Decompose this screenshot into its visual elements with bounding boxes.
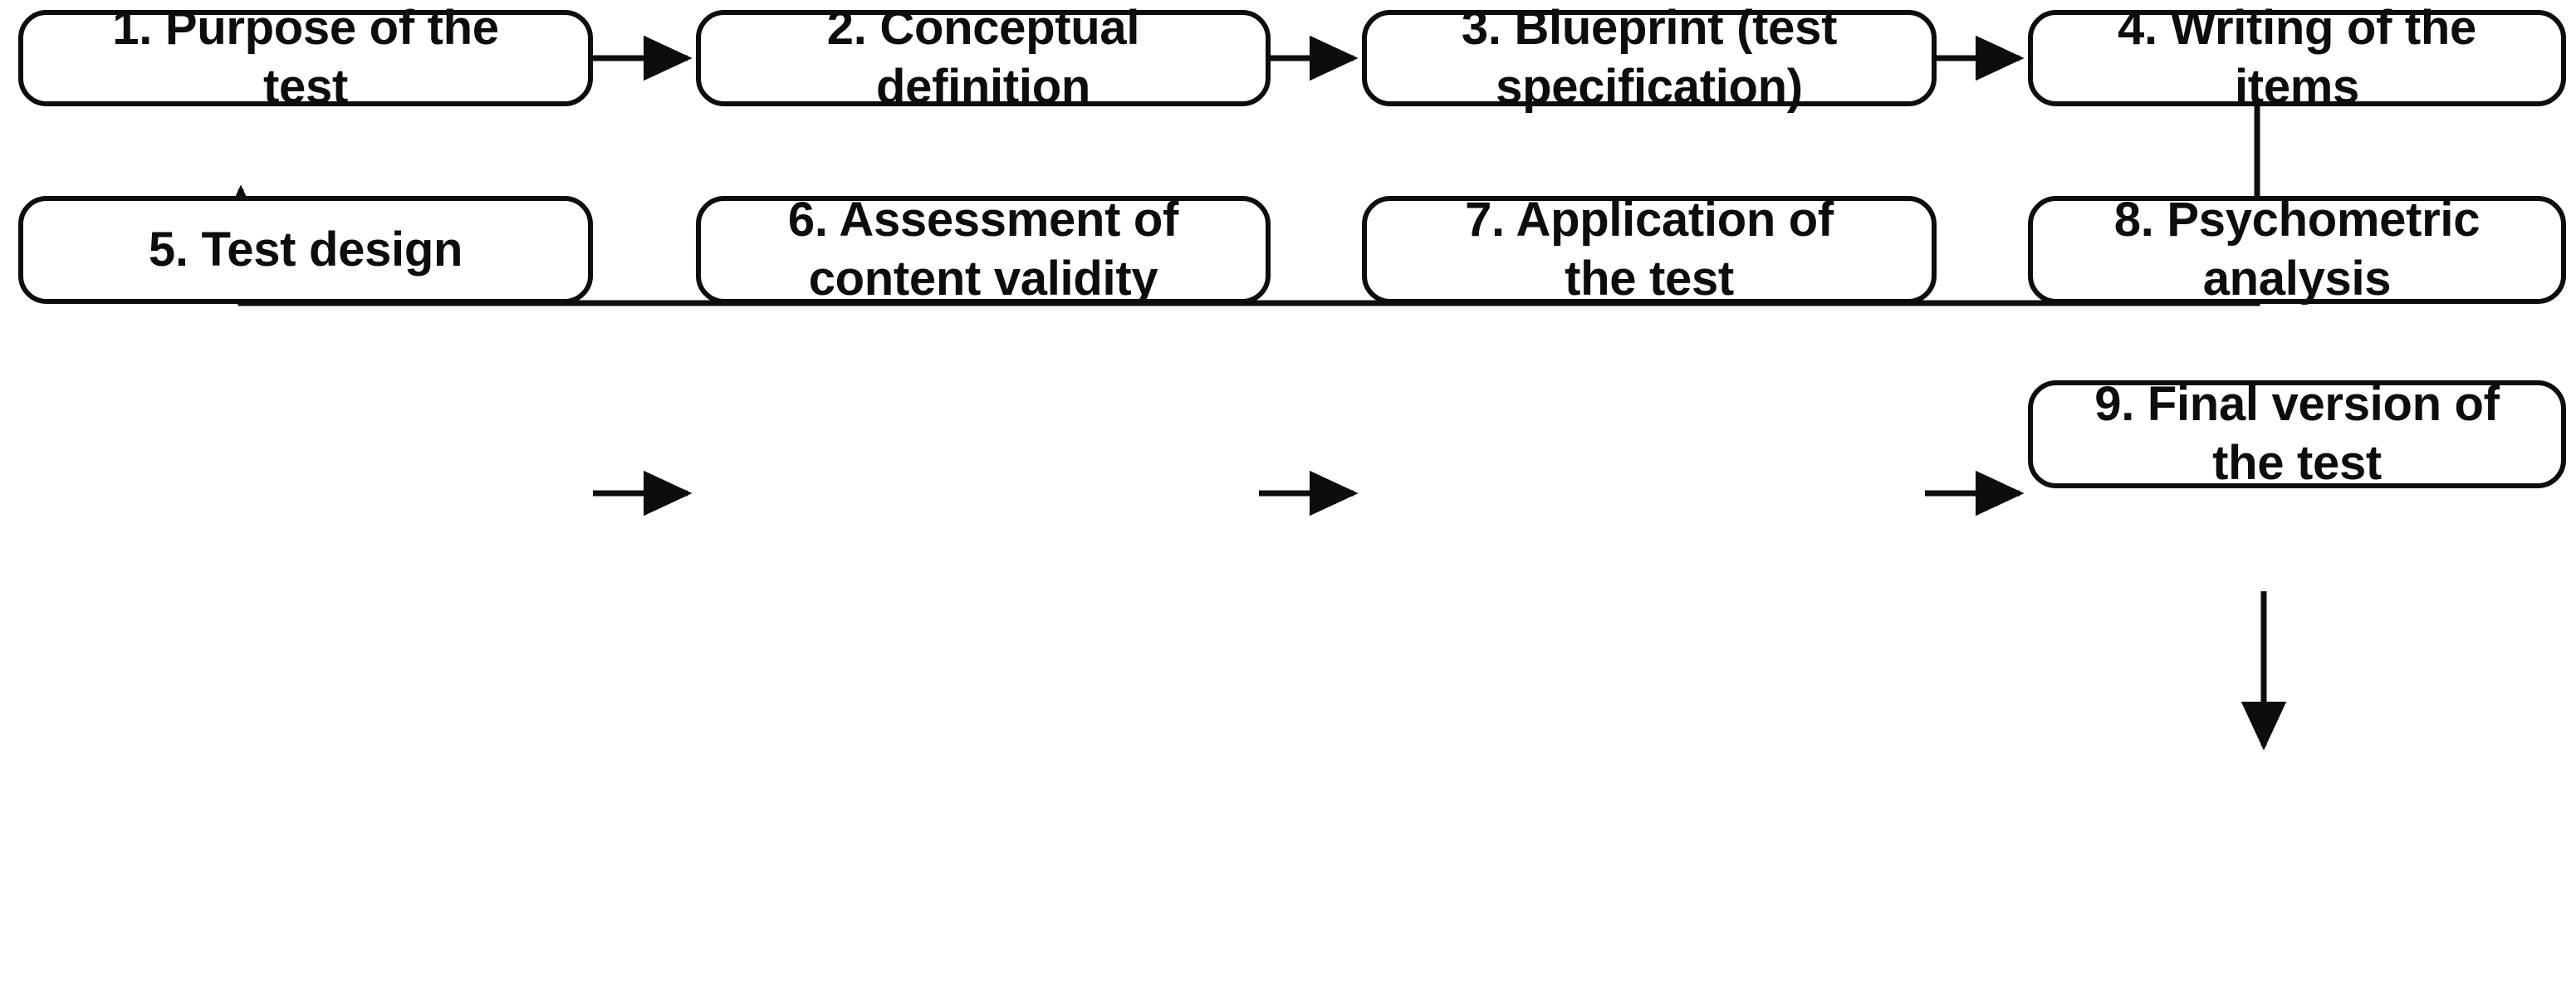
flowchart-node-label: 6. Assessment of content validity — [787, 193, 1179, 306]
flowchart-node-step-4[interactable]: 4. Writing of the items — [2028, 1, 2566, 114]
flowchart-node-step-6[interactable]: 6. Assessment of content validity — [696, 193, 1271, 306]
flowchart-node-label: 1. Purpose of the test — [112, 1, 499, 114]
flowchart-node-step-5[interactable]: 5. Test design — [18, 196, 593, 304]
flowchart-node-step-7[interactable]: 7. Application of the test — [1362, 193, 1937, 306]
flowchart-node-label: 3. Blueprint (test specification) — [1461, 1, 1838, 114]
flowchart-node-label: 5. Test design — [148, 222, 463, 277]
flowchart-node-step-9[interactable]: 9. Final version of the test — [2028, 377, 2566, 490]
flowchart-node-step-2[interactable]: 2. Conceptual definition — [696, 1, 1271, 114]
flowchart-node-label: 7. Application of the test — [1465, 193, 1834, 306]
flowchart-node-label: 2. Conceptual definition — [826, 1, 1140, 114]
flowchart-node-step-8[interactable]: 8. Psychometric analysis — [2028, 193, 2566, 306]
flowchart-node-label: 8. Psychometric analysis — [2113, 193, 2481, 306]
flowchart-node-label: 4. Writing of the items — [2117, 1, 2477, 114]
flowchart-node-step-1[interactable]: 1. Purpose of the test — [18, 1, 593, 114]
flowchart-node-step-3[interactable]: 3. Blueprint (test specification) — [1362, 1, 1937, 114]
flowchart-node-label: 9. Final version of the test — [2094, 377, 2500, 490]
